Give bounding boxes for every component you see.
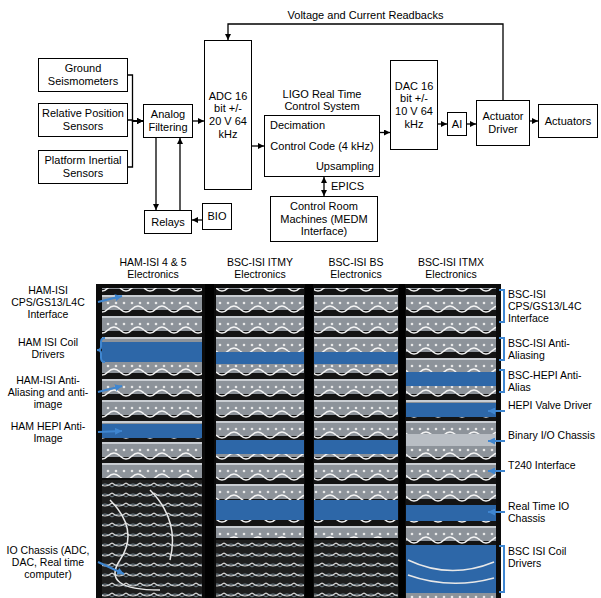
photo-callout: BSC-ISI Anti-Aliasing: [508, 337, 599, 361]
box-label: DAC 16 bit +/- 10 V 64 kHz: [393, 80, 435, 131]
signal-label: EPICS: [329, 180, 366, 193]
blue-chassis: [406, 403, 496, 417]
signal-arrow: [155, 138, 156, 210]
box-label: ADC 16 bit +/- 20 V 64 kHz: [207, 90, 249, 141]
rack-heading: HAM-ISI 4 & 5 Electronics: [100, 256, 206, 280]
leader-arrow: [98, 431, 122, 432]
box-label: Actuator Driver: [479, 110, 527, 135]
relay-box: Relays: [144, 210, 192, 234]
box-label: Relays: [151, 216, 185, 229]
blue-chassis: [216, 352, 304, 364]
photo-callout: BSC-ISI CPS/GS13/L4C Interface: [508, 288, 599, 324]
blue-chassis: [406, 505, 496, 521]
blue-chassis: [314, 500, 398, 520]
rack-heading: BSC-ISI BS Electronics: [310, 256, 402, 280]
blue-chassis: [314, 440, 398, 454]
rack-heading: BSC-ISI ITMX Electronics: [402, 256, 500, 280]
photo-callout: HAM ISI Coil Drivers: [2, 336, 94, 360]
leader-arrow: [98, 386, 122, 392]
bio-box: BIO: [202, 203, 232, 230]
rack-post: [305, 284, 313, 598]
blue-chassis: [406, 372, 496, 386]
signal-arrow: [530, 120, 538, 121]
sensor-box: Ground Seismometers: [38, 58, 128, 92]
control-system-box: LIGO Real Time Control SystemDecimationC…: [264, 115, 380, 177]
photo-callout: BSC ISI Coil Drivers: [508, 545, 599, 569]
signal-arrow: [323, 177, 324, 196]
signal-arrow: [192, 219, 202, 220]
photo-callout: HAM HEPI Anti-Image: [2, 420, 94, 444]
signal-arrow: [380, 132, 390, 133]
rack-units: [314, 288, 398, 538]
blue-chassis: [102, 342, 202, 362]
signal-arrow: [128, 75, 143, 121]
photo-callout: HAM-ISI Anti-Aliasing and anti-image: [2, 374, 94, 410]
cable-bundle: [110, 490, 494, 590]
bracket: [97, 338, 105, 362]
control-room-box: Control Room Machines (MEDM Interface): [270, 196, 378, 242]
adc-box: ADC 16 bit +/- 20 V 64 kHz: [204, 40, 252, 190]
rack-units: [102, 288, 202, 478]
rack-cables: [216, 540, 304, 598]
photo-callout: BSC-HEPI Anti-Alias: [508, 369, 599, 393]
leader-arrow: [488, 511, 505, 513]
leader-arrow: [98, 562, 124, 574]
signal-arrow: [252, 145, 264, 146]
photo-callout: HAM-ISI CPS/GS13/L4C Interface: [2, 284, 94, 320]
bracket: [499, 370, 504, 392]
box-label: Control Room Machines (MEDM Interface): [273, 200, 375, 238]
grey-chassis: [406, 434, 496, 446]
leader-arrow: [98, 296, 122, 302]
rack-post: [399, 284, 405, 598]
signal-arrow: [179, 138, 180, 210]
photo-callout: HEPI Valve Driver: [508, 399, 599, 411]
box-label: Platform Inertial Sensors: [41, 154, 125, 179]
bracket: [499, 546, 504, 592]
signal-arrow: [128, 121, 143, 167]
blue-chassis: [314, 352, 398, 364]
signal-arrow: [228, 24, 503, 100]
signal-arrow: [193, 120, 204, 121]
box-label: Analog Filtering: [146, 108, 190, 133]
box-text: Decimation: [270, 119, 325, 132]
box-label: Relative Position Sensors: [41, 107, 125, 132]
signal-label: Voltage and Current Readbacks: [286, 9, 446, 22]
driver-box: Actuator Driver: [476, 100, 530, 146]
box-label: AI: [452, 118, 462, 131]
sensor-box: Relative Position Sensors: [38, 103, 128, 137]
rack-heading: BSC-ISI ITMY Electronics: [212, 256, 308, 280]
box-label: Actuators: [545, 115, 591, 128]
photo-callout: Binary I/O Chassis: [508, 429, 599, 441]
box-label: LIGO Real Time Control System: [265, 88, 379, 113]
blue-chassis: [216, 440, 304, 454]
filter-box: Analog Filtering: [143, 104, 193, 138]
box-text: Upsampling: [316, 160, 374, 173]
rack-post: [205, 284, 214, 598]
rack-cables: [314, 540, 398, 598]
leader-arrow: [488, 470, 505, 472]
blue-chassis: [216, 500, 304, 520]
bracket: [499, 290, 504, 322]
rack-units: [406, 288, 496, 598]
blue-chassis: [406, 545, 496, 593]
leader-arrow: [488, 440, 505, 442]
ai-box: AI: [447, 112, 467, 136]
dac-box: DAC 16 bit +/- 10 V 64 kHz: [390, 60, 438, 150]
actuator-box: Actuators: [538, 104, 598, 138]
leader-arrow: [488, 410, 505, 412]
box-label: BIO: [208, 210, 227, 223]
photo-ground: [96, 284, 501, 598]
sensor-box: Platform Inertial Sensors: [38, 150, 128, 184]
bracket: [499, 338, 504, 360]
signal-arrow: [467, 123, 476, 124]
photo-callout: IO Chassis (ADC, DAC, Real time computer…: [2, 544, 94, 580]
photo-callout: Real Time IO Chassis: [508, 500, 599, 524]
signal-arrow: [438, 123, 447, 124]
box-label: Ground Seismometers: [41, 62, 125, 87]
rack-units: [216, 288, 304, 538]
box-text: Control Code (4 kHz): [265, 140, 379, 153]
photo-callout: T240 Interface: [508, 459, 599, 471]
